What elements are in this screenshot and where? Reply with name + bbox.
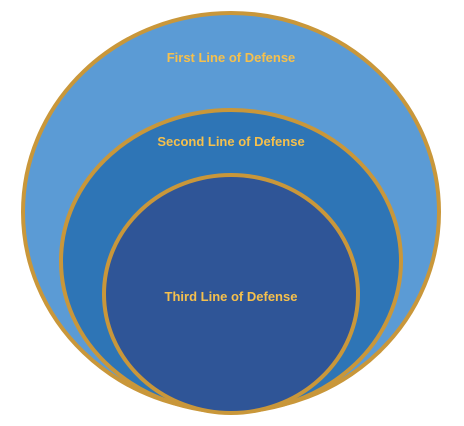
first-line-label: First Line of Defense — [167, 50, 296, 65]
third-line-label: Third Line of Defense — [165, 289, 298, 304]
third-line-circle — [102, 173, 360, 415]
second-line-label: Second Line of Defense — [157, 134, 304, 149]
